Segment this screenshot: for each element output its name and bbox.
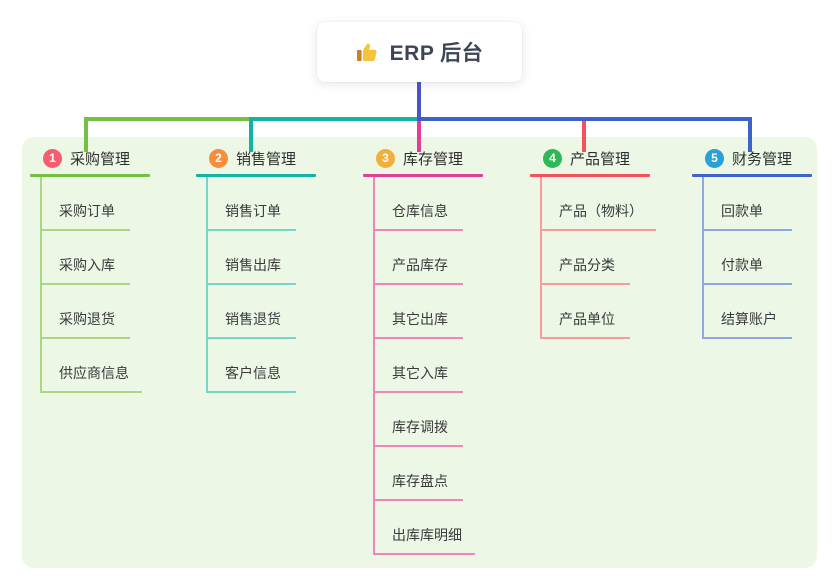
- tree-node-label: 采购入库: [59, 257, 115, 273]
- branch-sales: 2 销售管理 销售订单 销售出库 销售退货 客户信息: [196, 145, 356, 393]
- branch-title: 财务管理: [732, 150, 793, 168]
- tree-node-label: 其它出库: [392, 311, 448, 327]
- tree-node[interactable]: 库存调拨: [375, 393, 463, 447]
- branch-children: 采购订单 采购入库 采购退货 供应商信息: [40, 177, 190, 393]
- branch-children: 销售订单 销售出库 销售退货 客户信息: [206, 177, 356, 393]
- tree-node[interactable]: 结算账户: [704, 285, 792, 339]
- thumbs-up-icon: [356, 40, 380, 64]
- tree-node-label: 供应商信息: [59, 365, 129, 381]
- tree-node[interactable]: 销售退货: [208, 285, 296, 339]
- branch-title: 采购管理: [70, 150, 131, 168]
- tree-node[interactable]: 产品库存: [375, 231, 463, 285]
- tree-node-label: 采购退货: [59, 311, 115, 327]
- tree-node-label: 产品（物料）: [559, 203, 643, 219]
- tree-node-label: 采购订单: [59, 203, 115, 219]
- tree-node-label: 其它入库: [392, 365, 448, 381]
- tree-node[interactable]: 其它入库: [375, 339, 463, 393]
- branch-title: 库存管理: [403, 150, 464, 168]
- tree-node-label: 客户信息: [225, 365, 281, 381]
- branch-underline: [363, 174, 483, 177]
- root-node-label: ERP 后台: [389, 42, 484, 65]
- branch-procurement: 1 采购管理 采购订单 采购入库 采购退货 供应商信息: [30, 145, 190, 393]
- tree-node[interactable]: 仓库信息: [375, 177, 463, 231]
- tree-node[interactable]: 产品单位: [542, 285, 630, 339]
- branch-product-header[interactable]: 4 产品管理: [530, 145, 690, 171]
- branch-underline: [692, 174, 812, 177]
- tree-node[interactable]: 出库库明细: [375, 501, 475, 555]
- branch-procurement-header[interactable]: 1 采购管理: [30, 145, 190, 171]
- tree-node[interactable]: 供应商信息: [42, 339, 142, 393]
- tree-node[interactable]: 销售出库: [208, 231, 296, 285]
- branch-number-badge: 4: [543, 148, 562, 168]
- tree-node-label: 出库库明细: [392, 527, 462, 543]
- tree-node-label: 销售订单: [225, 203, 281, 219]
- tree-node-label: 回款单: [721, 203, 763, 219]
- tree-node-label: 结算账户: [721, 311, 777, 327]
- branch-underline: [530, 174, 650, 177]
- tree-node[interactable]: 回款单: [704, 177, 792, 231]
- tree-node-label: 产品库存: [392, 257, 448, 273]
- tree-node[interactable]: 销售订单: [208, 177, 296, 231]
- branch-sales-header[interactable]: 2 销售管理: [196, 145, 356, 171]
- root-node[interactable]: ERP 后台: [317, 22, 522, 82]
- branch-finance: 5 财务管理 回款单 付款单 结算账户: [692, 145, 839, 339]
- branch-underline: [196, 174, 316, 177]
- tree-node[interactable]: 产品分类: [542, 231, 630, 285]
- branch-inventory-header[interactable]: 3 库存管理: [363, 145, 523, 171]
- branch-title: 销售管理: [236, 150, 297, 168]
- tree-node[interactable]: 采购订单: [42, 177, 130, 231]
- branch-number-badge: 5: [705, 148, 724, 168]
- branch-children: 回款单 付款单 结算账户: [702, 177, 839, 339]
- tree-node[interactable]: 采购退货: [42, 285, 130, 339]
- tree-node-label: 销售退货: [225, 311, 281, 327]
- branch-title: 产品管理: [570, 150, 631, 168]
- tree-node[interactable]: 其它出库: [375, 285, 463, 339]
- tree-node[interactable]: 库存盘点: [375, 447, 463, 501]
- tree-node[interactable]: 产品（物料）: [542, 177, 656, 231]
- tree-node[interactable]: 付款单: [704, 231, 792, 285]
- branch-number-badge: 2: [209, 148, 228, 168]
- tree-node[interactable]: 客户信息: [208, 339, 296, 393]
- branch-children: 产品（物料） 产品分类 产品单位: [540, 177, 690, 339]
- branch-number-badge: 1: [43, 148, 62, 168]
- tree-node-label: 库存盘点: [392, 473, 448, 489]
- branch-inventory: 3 库存管理 仓库信息 产品库存 其它出库 其它入库 库存调拨 库存盘点 出库库…: [363, 145, 523, 555]
- tree-node[interactable]: 采购入库: [42, 231, 130, 285]
- tree-node-label: 产品单位: [559, 311, 615, 327]
- branch-product: 4 产品管理 产品（物料） 产品分类 产品单位: [530, 145, 690, 339]
- branch-number-badge: 3: [376, 148, 395, 168]
- tree-node-label: 产品分类: [559, 257, 615, 273]
- branches-panel: [22, 137, 817, 568]
- tree-node-label: 付款单: [721, 257, 763, 273]
- tree-node-label: 库存调拨: [392, 419, 448, 435]
- branch-children: 仓库信息 产品库存 其它出库 其它入库 库存调拨 库存盘点 出库库明细: [373, 177, 523, 555]
- tree-node-label: 仓库信息: [392, 203, 448, 219]
- branch-finance-header[interactable]: 5 财务管理: [692, 145, 839, 171]
- branch-underline: [30, 174, 150, 177]
- tree-node-label: 销售出库: [225, 257, 281, 273]
